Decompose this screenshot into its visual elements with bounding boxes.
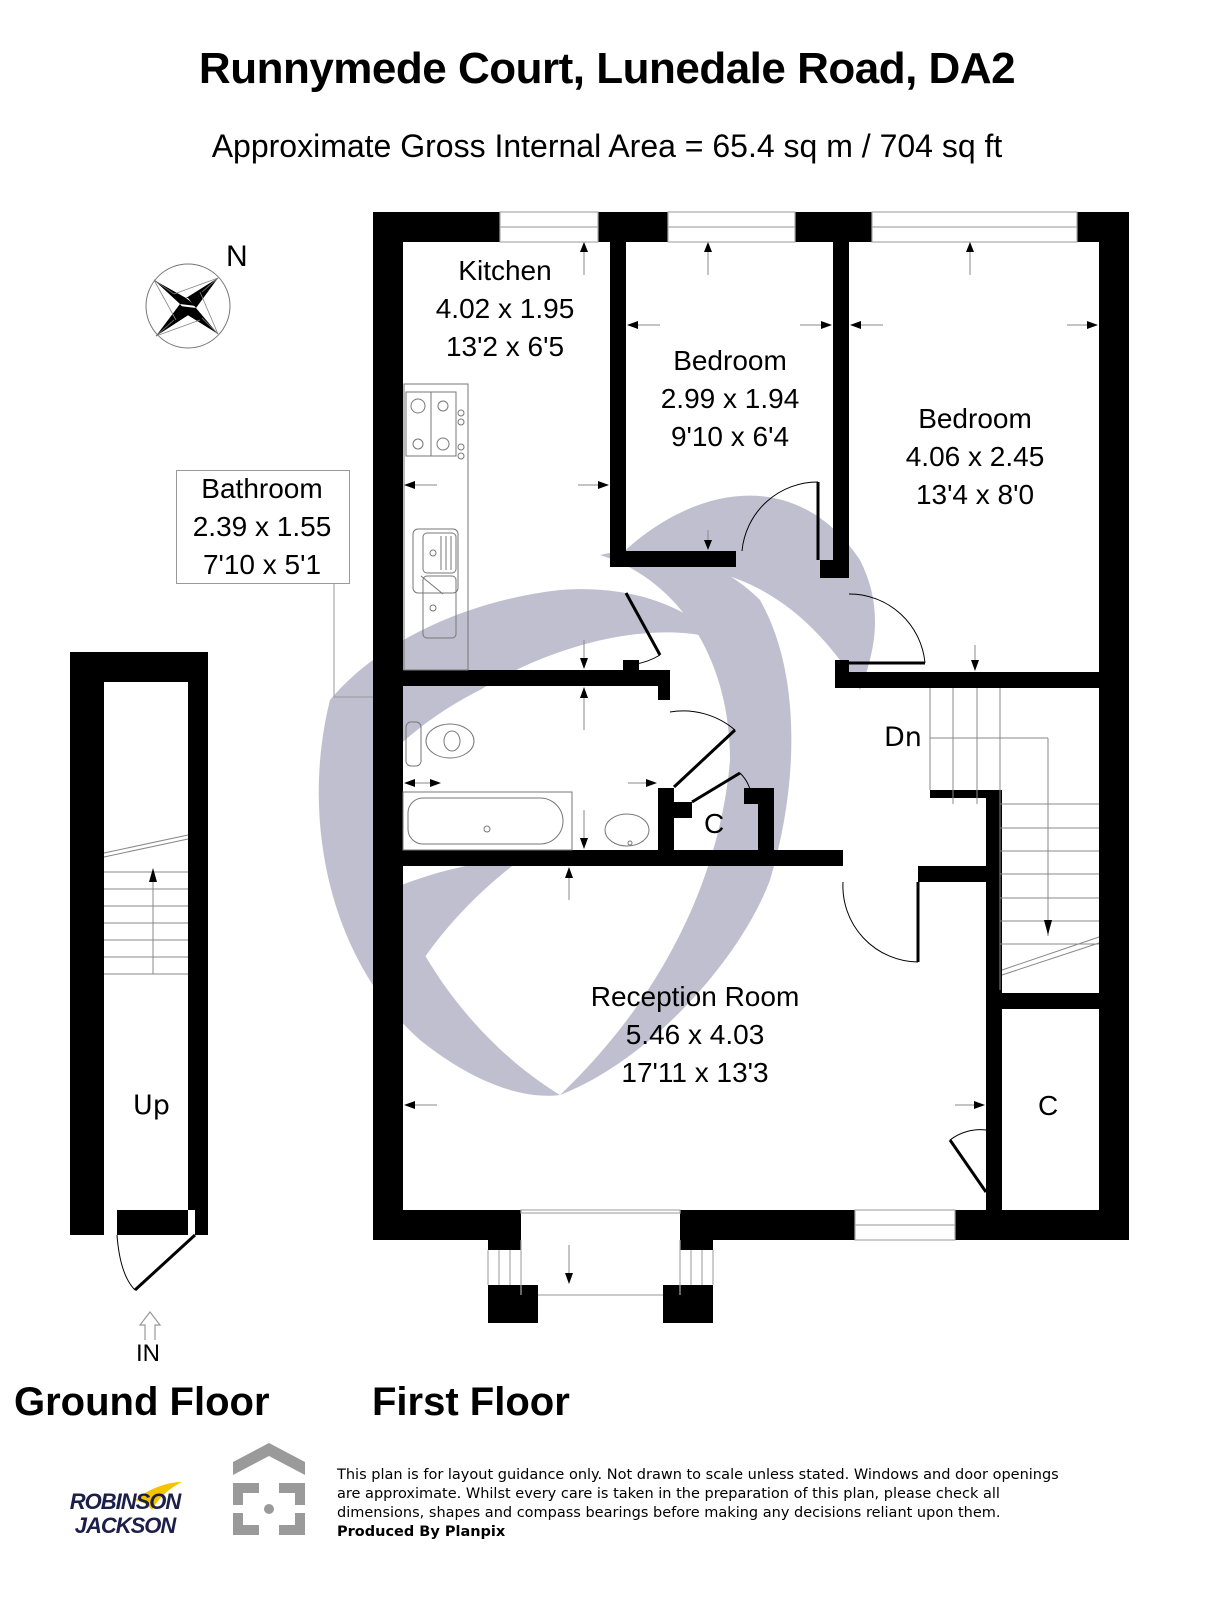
- room-name: Kitchen: [458, 255, 552, 286]
- gross-internal-area: Approximate Gross Internal Area = 65.4 s…: [211, 128, 1003, 164]
- room-name: Bedroom: [673, 345, 787, 376]
- room-name: Bedroom: [918, 403, 1032, 434]
- disclaimer-line: dimensions, shapes and compass bearings …: [337, 1505, 1001, 1521]
- planpix-logo-icon: [233, 1443, 305, 1535]
- compass-north-label: N: [226, 240, 248, 273]
- room-metric-size: 5.46 x 4.03: [625, 1019, 765, 1050]
- kitchen-fixtures: [403, 383, 469, 671]
- stairs-up-label: Up: [133, 1090, 170, 1121]
- plan-title: Runnymede Court, Lunedale Road, DA2: [198, 44, 1016, 93]
- first-floor-label: First Floor: [372, 1380, 570, 1424]
- room-kitchen: Kitchen 4.02 x 1.95 13'2 x 6'5: [415, 252, 595, 366]
- robinson-jackson-logo: ROBINSON JACKSON: [60, 1490, 190, 1538]
- cupboard-label: C: [704, 808, 725, 839]
- room-bathroom: Bathroom 2.39 x 1.55 7'10 x 5'1: [172, 470, 352, 584]
- stairs-down-label: Dn: [884, 722, 922, 753]
- robinson-jackson-swoosh-icon: [135, 1482, 182, 1510]
- room-imperial-size: 13'2 x 6'5: [445, 331, 565, 362]
- room-imperial-size: 9'10 x 6'4: [670, 421, 790, 452]
- cupboard-label: C: [1038, 1090, 1059, 1121]
- room-metric-size: 4.02 x 1.95: [435, 293, 575, 324]
- room-bedroom-large: Bedroom 4.06 x 2.45 13'4 x 8'0: [880, 400, 1070, 514]
- entrance-arrow-icon: [138, 1311, 162, 1340]
- brand-line-2: JACKSON: [74, 1513, 177, 1538]
- producer-credit: Produced By Planpix: [337, 1524, 506, 1540]
- compass-rose-icon: [145, 263, 231, 349]
- room-imperial-size: 17'11 x 13'3: [621, 1057, 769, 1088]
- ground-floor-label: Ground Floor: [14, 1380, 270, 1424]
- disclaimer-text: This plan is for layout guidance only. N…: [337, 1466, 1157, 1542]
- room-imperial-size: 13'4 x 8'0: [915, 479, 1035, 510]
- room-metric-size: 2.99 x 1.94: [660, 383, 800, 414]
- room-bedroom-small: Bedroom 2.99 x 1.94 9'10 x 6'4: [640, 342, 820, 456]
- stair-down-arrow-icon: [1044, 920, 1052, 935]
- room-metric-size: 2.39 x 1.55: [192, 511, 332, 542]
- stair-up-arrow-icon: [149, 868, 157, 882]
- room-name: Bathroom: [201, 473, 323, 504]
- first-floor-plan: [333, 211, 1129, 1323]
- disclaimer-line: This plan is for layout guidance only. N…: [337, 1467, 1059, 1483]
- room-reception: Reception Room 5.46 x 4.03 17'11 x 13'3: [560, 978, 830, 1092]
- bathroom-fixtures: [402, 721, 650, 851]
- room-metric-size: 4.06 x 2.45: [905, 441, 1045, 472]
- brand-line-1: ROBINSON: [69, 1489, 182, 1514]
- disclaimer-line: are approximate. Whilst every care is ta…: [337, 1486, 1000, 1502]
- room-imperial-size: 7'10 x 5'1: [202, 549, 322, 580]
- entrance-label: IN: [136, 1340, 160, 1367]
- ground-floor-plan: [70, 652, 208, 1340]
- room-name: Reception Room: [590, 981, 800, 1012]
- bathroom-label-box: [176, 470, 350, 584]
